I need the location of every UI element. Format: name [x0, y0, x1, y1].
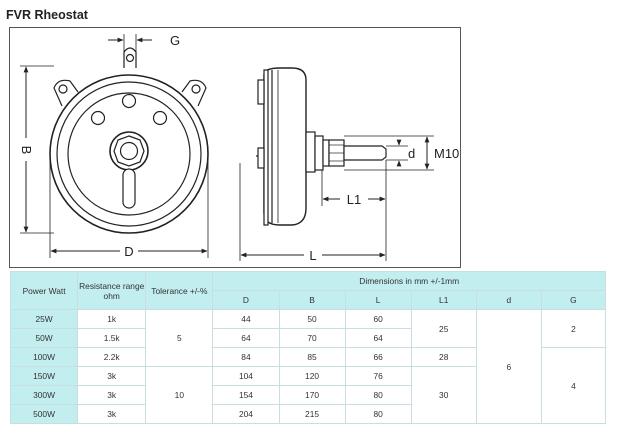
table-row: 50W 1.5k 64 70 64: [9, 328, 606, 348]
drawing-svg: G B D L L1 d M10: [19, 33, 459, 263]
outer-rim: [49, 74, 209, 234]
top-tab: [123, 47, 137, 68]
cell-l1: 25: [410, 309, 477, 348]
cell-resistance: 3k: [77, 385, 147, 405]
cell-d: 154: [212, 385, 280, 405]
cell-power: 50W: [9, 328, 79, 348]
header-dimensions: Dimensions in mm +/-1mm: [212, 271, 606, 291]
header-d-cap: D: [212, 290, 280, 310]
cell-resistance: 2.2k: [77, 347, 147, 367]
spec-table: Power Watt Resistance range ohm Toleranc…: [9, 271, 607, 424]
cell-b: 85: [278, 347, 346, 367]
header-b: B: [278, 290, 346, 310]
cell-resistance: 3k: [77, 404, 147, 424]
label-small-d: d: [408, 146, 415, 161]
header-l: L: [344, 290, 412, 310]
cell-power: 500W: [9, 404, 79, 424]
cell-d: 84: [212, 347, 280, 367]
cell-l: 80: [344, 385, 412, 405]
table-header-row: Power Watt Resistance range ohm Toleranc…: [9, 271, 606, 310]
cell-d: 44: [212, 309, 280, 329]
cell-l1: 30: [410, 366, 477, 424]
cell-d: 104: [212, 366, 280, 386]
side-dimensions: [239, 135, 434, 261]
header-resistance: Resistance range ohm: [77, 271, 147, 310]
cell-resistance: 1.5k: [77, 328, 147, 348]
table-row: 25W 1k 5 44 50 60 25 6 2: [9, 309, 607, 424]
cell-d: 64: [212, 328, 280, 348]
label-b: B: [19, 146, 34, 155]
cell-power: 25W: [9, 309, 79, 329]
front-view: [49, 47, 209, 234]
cell-b: 70: [278, 328, 346, 348]
cell-resistance: 1k: [77, 309, 147, 329]
header-l1: L1: [410, 290, 477, 310]
cell-d: 204: [212, 404, 280, 424]
table-row: 300W 3k 154 170 80: [9, 385, 606, 405]
table-row: 100W 2.2k 84 85 66 28 4: [9, 347, 607, 424]
header-d-small: d: [475, 290, 542, 310]
cell-b: 120: [278, 366, 346, 386]
cell-l: 64: [344, 328, 412, 348]
cell-b: 215: [278, 404, 346, 424]
cell-resistance: 3k: [77, 366, 147, 386]
label-d: D: [124, 244, 133, 259]
cell-tolerance: 5: [145, 309, 214, 367]
table-subheader-row: D B L L1 d G: [11, 290, 607, 310]
cell-b: 170: [278, 385, 346, 405]
table-row: 150W 3k 10 104 120 76 30: [9, 366, 606, 424]
label-l1: L1: [347, 192, 361, 207]
page-title: FVR Rheostat: [6, 8, 88, 22]
cell-l1: 28: [410, 347, 477, 367]
inner-rim: [56, 81, 202, 227]
cell-l: 60: [344, 309, 412, 329]
header-g: G: [540, 290, 607, 310]
cell-power: 100W: [9, 347, 79, 367]
cell-g: 4: [540, 347, 607, 424]
cell-l: 76: [344, 366, 412, 386]
cell-tolerance: 10: [145, 366, 214, 424]
inner-face: [67, 92, 191, 216]
cell-d-small: 6: [475, 309, 542, 424]
front-dimensions: [20, 34, 209, 258]
label-m10: M10: [434, 146, 459, 161]
cell-l: 66: [344, 347, 412, 367]
header-tolerance: Tolerance +/-%: [145, 271, 214, 310]
cell-power: 150W: [9, 366, 79, 386]
cell-g: 2: [540, 309, 607, 348]
technical-drawing: G B D L L1 d M10: [9, 27, 461, 268]
table-row: 500W 3k 204 215 80: [9, 404, 606, 424]
cell-power: 300W: [9, 385, 79, 405]
side-view: [256, 67, 387, 226]
cell-l: 80: [344, 404, 412, 424]
label-g: G: [170, 33, 180, 48]
header-power: Power Watt: [9, 271, 79, 310]
cell-b: 50: [278, 309, 346, 329]
label-l: L: [309, 248, 316, 263]
